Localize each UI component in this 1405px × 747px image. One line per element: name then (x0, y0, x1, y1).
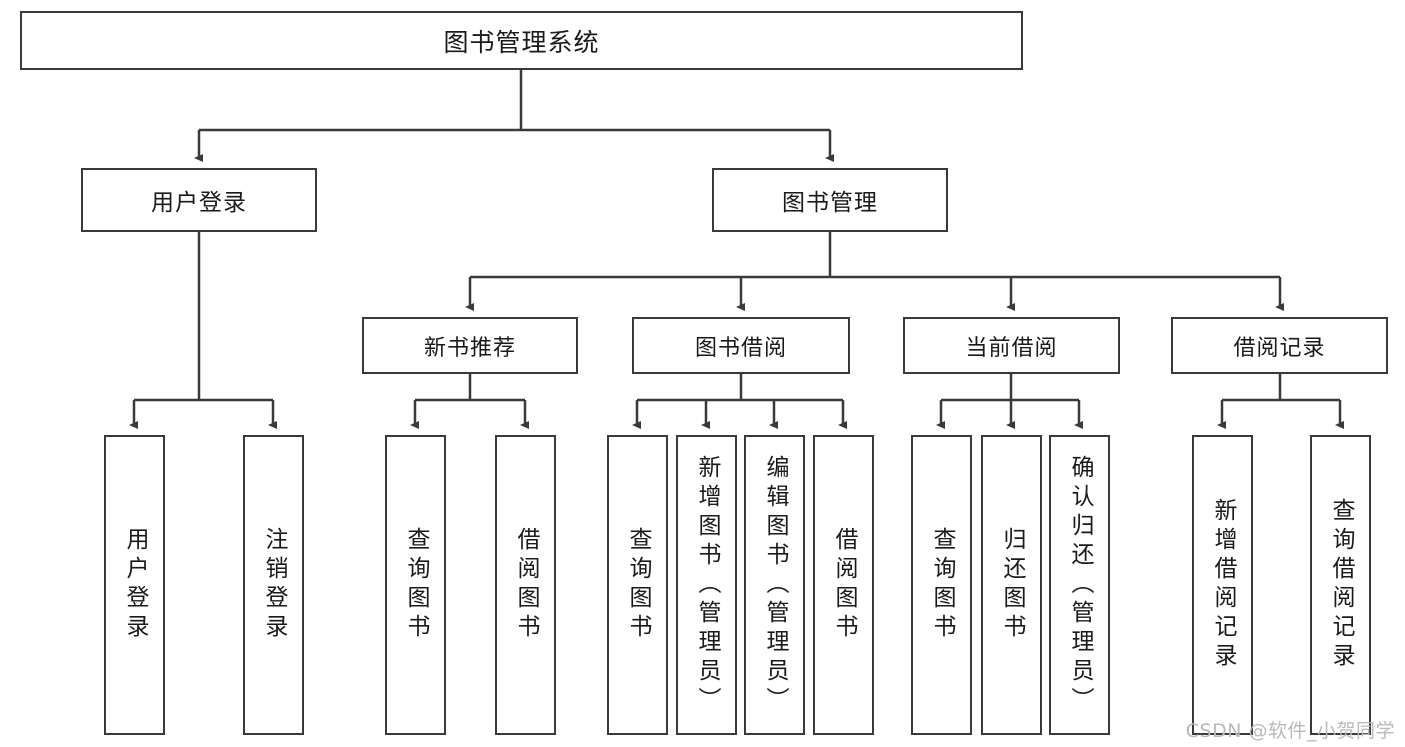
leaf-current-borrow-query[interactable]: 查询图书 (911, 435, 972, 735)
leaf-label: 借阅图书 (831, 527, 857, 643)
leaf-label: 新增借阅记录 (1210, 498, 1236, 672)
leaf-label: 注销登录 (261, 527, 287, 643)
leaf-book-borrow-borrow[interactable]: 借阅图书 (813, 435, 874, 735)
leaf-book-borrow-add[interactable]: 新增图书（管理员） (676, 435, 737, 735)
leaf-book-borrow-query[interactable]: 查询图书 (607, 435, 668, 735)
watermark: CSDN @软件_小贺同学 (1185, 720, 1395, 742)
node-book-borrow[interactable]: 图书借阅 (632, 317, 850, 374)
leaf-label: 查询图书 (929, 527, 955, 643)
leaf-label: 编辑图书（管理员） (762, 454, 788, 716)
leaf-new-book-query[interactable]: 查询图书 (385, 435, 446, 735)
leaf-label: 归还图书 (999, 527, 1025, 643)
leaf-label: 确认归还（管理员） (1067, 454, 1093, 716)
leaf-borrow-record-add[interactable]: 新增借阅记录 (1192, 435, 1253, 735)
node-book-borrow-label: 图书借阅 (694, 335, 787, 361)
node-book-management[interactable]: 图书管理 (712, 168, 948, 232)
leaf-label: 查询图书 (625, 527, 651, 643)
node-borrow-record[interactable]: 借阅记录 (1171, 317, 1388, 374)
node-user-login[interactable]: 用户登录 (81, 168, 317, 232)
leaf-label: 新增图书（管理员） (694, 454, 720, 716)
leaf-user-login-login[interactable]: 用户登录 (104, 435, 165, 735)
leaf-new-book-borrow[interactable]: 借阅图书 (495, 435, 556, 735)
leaf-current-borrow-confirm-return[interactable]: 确认归还（管理员） (1049, 435, 1110, 735)
leaf-current-borrow-return[interactable]: 归还图书 (981, 435, 1042, 735)
leaf-book-borrow-edit[interactable]: 编辑图书（管理员） (744, 435, 805, 735)
leaf-label: 查询图书 (403, 527, 429, 643)
node-user-login-label: 用户登录 (151, 190, 247, 216)
node-root[interactable]: 图书管理系统 (20, 11, 1023, 70)
node-current-borrow-label: 当前借阅 (965, 335, 1058, 361)
node-book-management-label: 图书管理 (782, 190, 878, 216)
leaf-label: 借阅图书 (513, 527, 539, 643)
leaf-borrow-record-query[interactable]: 查询借阅记录 (1310, 435, 1371, 735)
node-new-book-recommend[interactable]: 新书推荐 (362, 317, 578, 374)
node-borrow-record-label: 借阅记录 (1233, 335, 1326, 361)
node-new-book-recommend-label: 新书推荐 (423, 335, 516, 361)
leaf-label: 查询借阅记录 (1328, 498, 1354, 672)
leaf-label: 用户登录 (122, 527, 148, 643)
leaf-user-login-logout[interactable]: 注销登录 (243, 435, 304, 735)
node-current-borrow[interactable]: 当前借阅 (903, 317, 1120, 374)
node-root-label: 图书管理系统 (443, 27, 600, 57)
